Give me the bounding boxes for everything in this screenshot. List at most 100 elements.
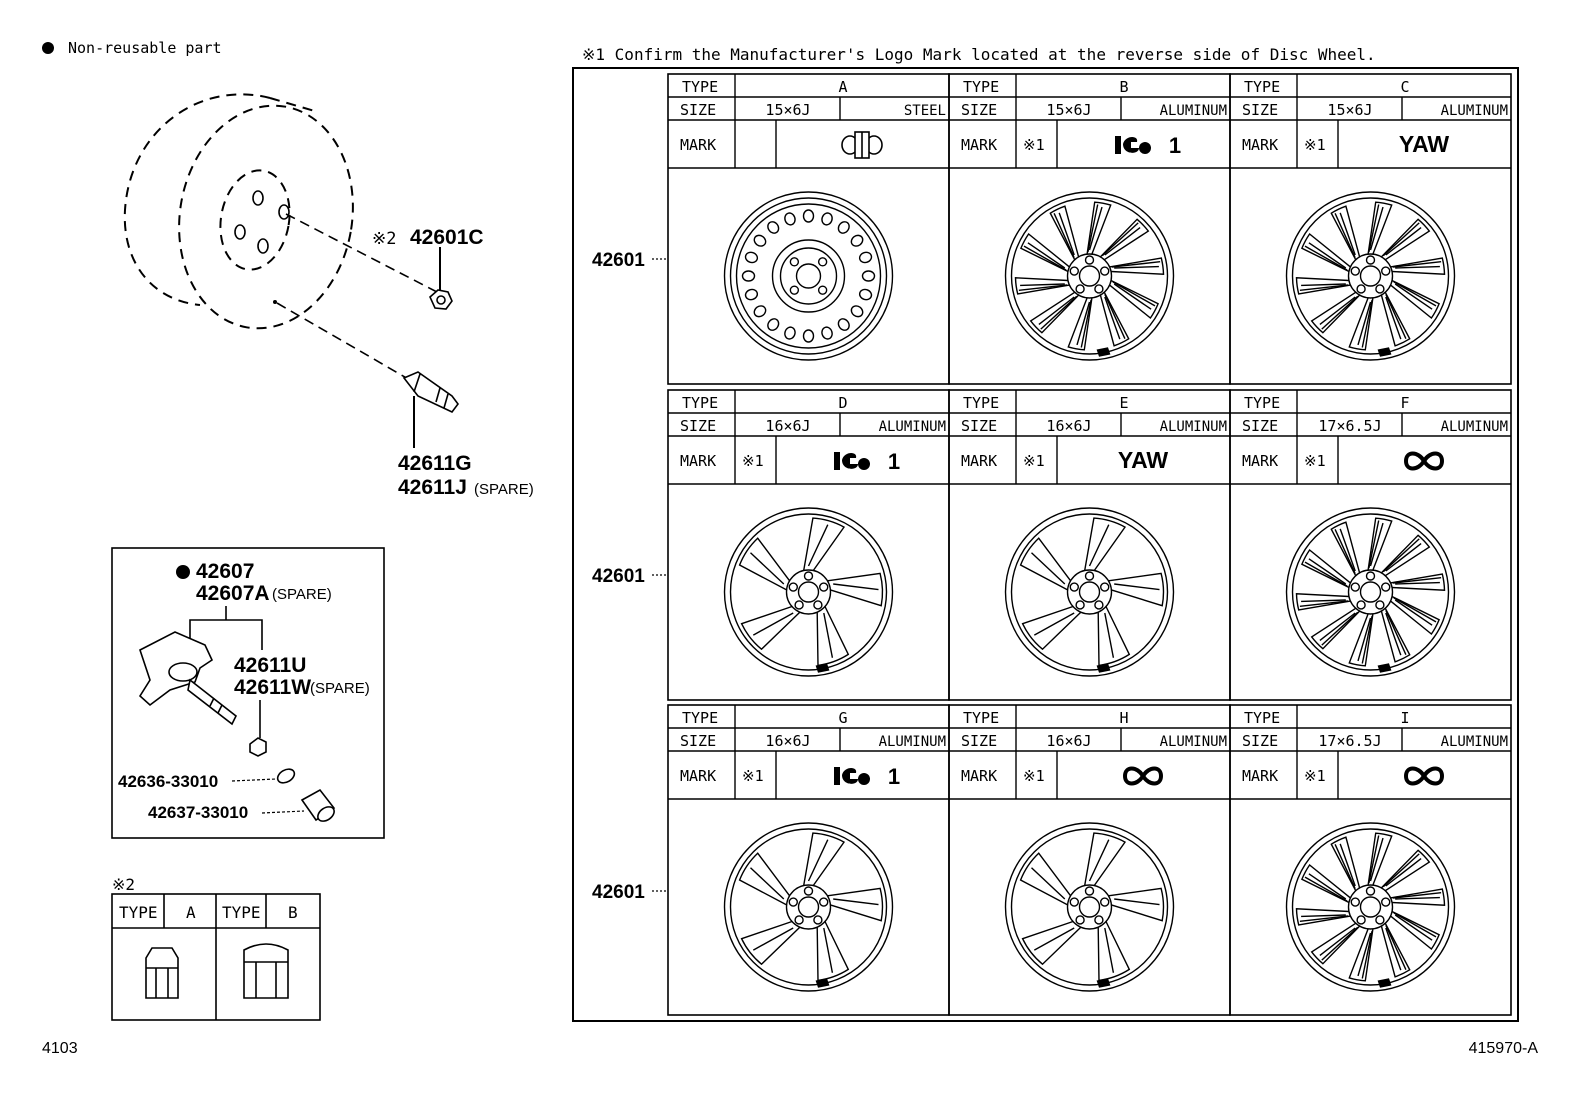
mark-text-logo: YAW <box>1399 131 1450 157</box>
wheel-type-cell-d <box>667 389 950 701</box>
wheel-type-cell-h <box>948 704 1231 1016</box>
nut-table-type-header: TYPE <box>222 903 261 922</box>
mark-note-marker: ※1 <box>742 452 764 470</box>
wheel-drawing <box>1004 822 1175 992</box>
footer-right-code: 415970-A <box>1469 1040 1539 1057</box>
wheel-type-cell-c <box>1229 73 1512 385</box>
wheel-material-value: ALUMINUM <box>1441 419 1508 435</box>
callout-42611J: 42611J <box>398 476 467 499</box>
callout-42611U: 42611U <box>234 654 306 677</box>
infinity-logo-icon <box>1122 766 1164 786</box>
wheel-type-value: B <box>1119 78 1128 96</box>
type-label: TYPE <box>963 78 999 96</box>
wheel-size-value: 17×6.5J <box>1318 732 1381 750</box>
type-label: TYPE <box>1244 709 1280 727</box>
wheel-type-cell-a <box>667 73 950 385</box>
wheel-row-label: 42601 <box>592 566 645 587</box>
nut-type-b-label: B <box>288 903 298 922</box>
callout-42607A: 42607A <box>196 582 270 605</box>
washer-icon <box>276 768 296 784</box>
wheel-row-label: 42601 <box>592 882 645 903</box>
wheel-size-value: 15×6J <box>1327 101 1372 119</box>
nut-type-table <box>111 893 321 1021</box>
wheel-material-value: ALUMINUM <box>1160 419 1227 435</box>
type-label: TYPE <box>1244 78 1280 96</box>
wheel-size-value: 16×6J <box>1046 417 1091 435</box>
infinity-logo-icon <box>1403 766 1445 786</box>
callout-42611G: 42611G <box>398 452 472 475</box>
wheel-drawing <box>723 822 894 992</box>
mark-label: MARK <box>680 136 716 154</box>
type-label: TYPE <box>1244 394 1280 412</box>
size-label: SIZE <box>1242 417 1278 435</box>
wheel-row-label: 42601 <box>592 250 645 271</box>
lug-holes <box>234 190 290 254</box>
ko-logo-icon <box>834 767 870 785</box>
wheel-type-cell-f <box>1229 389 1512 701</box>
wheel-type-value: F <box>1400 394 1409 412</box>
mark-label: MARK <box>1242 452 1278 470</box>
manufacturer-note: ※1 Confirm the Manufacturer's Logo Mark … <box>582 45 1376 64</box>
mark-label: MARK <box>961 767 997 785</box>
mark-text-suffix: 1 <box>1169 133 1181 158</box>
wheel-size-value: 16×6J <box>765 417 810 435</box>
wheel-drawing <box>1285 822 1456 992</box>
spare-tag: (SPARE) <box>272 586 332 603</box>
wheel-type-value: H <box>1119 709 1128 727</box>
footer-left-code: 4103 <box>42 1040 78 1057</box>
wheel-drawing <box>723 191 894 361</box>
wheel-type-value: A <box>838 78 847 96</box>
wheel-type-grid: TYPE A SIZE 15×6J STEEL MARK TYPE B SIZE 15×6J ALU… <box>592 73 1512 1016</box>
valve-stem-icon <box>402 371 459 414</box>
mark-text-suffix: 1 <box>888 449 900 474</box>
wheel-drawing <box>1285 507 1456 677</box>
wheel-type-value: I <box>1400 709 1409 727</box>
nut-note-marker: ※2 <box>372 229 396 249</box>
type-label: TYPE <box>682 78 718 96</box>
wheel-size-value: 16×6J <box>1046 732 1091 750</box>
callout-42637-33010: 42637-33010 <box>148 803 248 822</box>
wheel-material-value: ALUMINUM <box>1160 103 1227 119</box>
wheel-material-value: STEEL <box>904 103 946 119</box>
valve-nut-icon <box>249 737 267 757</box>
mark-note-marker: ※1 <box>1304 136 1326 154</box>
wheel-material-value: ALUMINUM <box>1441 103 1508 119</box>
wheel-size-value: 16×6J <box>765 732 810 750</box>
tpms-sensor-icon <box>138 631 238 726</box>
size-label: SIZE <box>680 732 716 750</box>
mark-note-marker: ※1 <box>1304 767 1326 785</box>
nut-type-a-label: A <box>186 903 196 922</box>
nut-type-b-icon <box>243 943 289 999</box>
mark-label: MARK <box>680 452 716 470</box>
non-reusable-bullet-icon <box>176 565 190 579</box>
callout-42601C: 42601C <box>410 226 484 249</box>
type-label: TYPE <box>682 709 718 727</box>
wheel-material-value: ALUMINUM <box>879 419 946 435</box>
callout-42607: 42607 <box>196 560 254 583</box>
infinity-logo-icon <box>1403 451 1445 471</box>
wheel-type-cell-b <box>948 73 1231 385</box>
size-label: SIZE <box>961 417 997 435</box>
non-reusable-bullet-icon <box>42 42 54 54</box>
mark-label: MARK <box>1242 136 1278 154</box>
spare-tag: (SPARE) <box>474 481 534 498</box>
nut-type-a-icon <box>145 947 179 999</box>
valve-cap-icon <box>300 788 336 822</box>
mark-label: MARK <box>961 136 997 154</box>
wheel-size-value: 17×6.5J <box>1318 417 1381 435</box>
ko-logo-icon <box>1115 136 1151 154</box>
wheel-material-value: ALUMINUM <box>879 734 946 750</box>
mark-note-marker: ※1 <box>1023 452 1045 470</box>
legend-label: Non-reusable part <box>68 39 222 57</box>
wheel-material-value: ALUMINUM <box>1441 734 1508 750</box>
type-label: TYPE <box>963 709 999 727</box>
wheel-type-value: E <box>1119 394 1128 412</box>
sensor-box <box>111 547 385 839</box>
callout-42611W: 42611W <box>234 676 311 699</box>
wheel-type-cell-g <box>667 704 950 1016</box>
wheel-type-cell-e <box>948 389 1231 701</box>
wheel-drawing <box>1285 191 1456 361</box>
mark-note-marker: ※1 <box>1023 136 1045 154</box>
wheel-type-value: C <box>1400 78 1409 96</box>
wheel-size-value: 15×6J <box>765 101 810 119</box>
